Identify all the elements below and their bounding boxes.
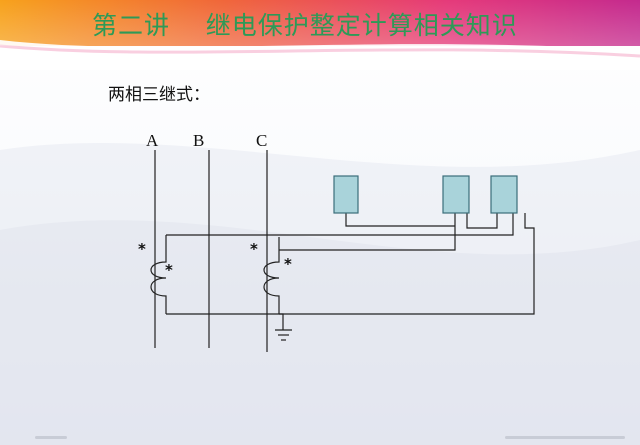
wire-r2-r3 [466,213,498,229]
ct-a-polarity-primary: * [138,240,146,258]
ct-c-polarity-secondary: * [284,255,292,273]
slide-title: 第二讲 继电保护整定计算相关知识 [92,11,518,40]
footer-watermark [505,436,625,439]
ct-a-polarity-secondary: * [165,261,173,279]
wire-c [279,213,456,251]
phase-label-c: C [256,131,267,150]
relay-1 [333,175,359,214]
slide-subtitle: 两相三继式： [108,85,210,105]
ground-lead [279,313,284,330]
phase-label-b: B [193,131,204,150]
relay-2 [442,175,470,214]
header-background [0,0,640,70]
ct-a-coil [150,235,167,314]
ct-c-coil [263,237,280,314]
footer-slide-number [35,436,67,439]
wire-r1-r2 [345,213,455,227]
relay-3 [490,175,518,214]
wire-a [166,213,514,236]
phase-label-a: A [146,131,159,150]
ct-c-polarity-primary: * [250,240,258,258]
wire-return [166,213,535,315]
